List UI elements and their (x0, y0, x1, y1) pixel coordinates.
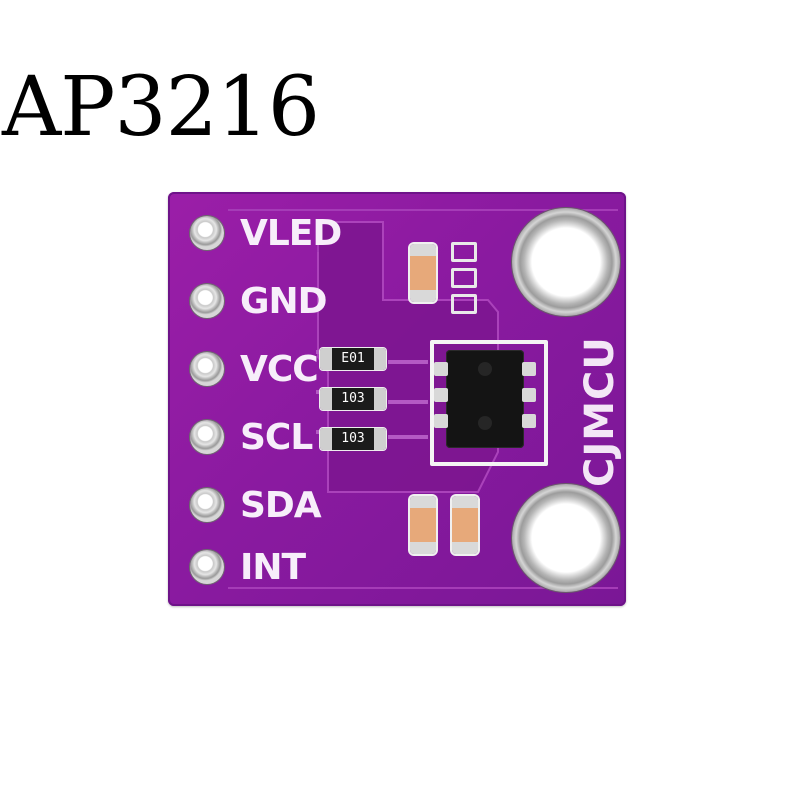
solder-pad-top-2 (451, 268, 477, 288)
chip-pad (434, 388, 448, 402)
chip-window-bottom (478, 416, 492, 430)
chip-pad (434, 362, 448, 376)
pin-hole-int (190, 550, 224, 584)
pin-label-vled: VLED (240, 213, 342, 254)
capacitor-bottom-right (452, 496, 478, 554)
pin-label-scl: SCL (240, 417, 313, 458)
product-title: AP3216 (2, 60, 320, 155)
sensor-outline (430, 340, 548, 466)
resistor-103-a: 103 (320, 388, 386, 410)
pin-hole-scl (190, 420, 224, 454)
pin-label-sda: SDA (240, 485, 322, 526)
solder-pad-top-1 (451, 242, 477, 262)
chip-pad (522, 362, 536, 376)
resistor-label: 103 (341, 391, 365, 406)
pin-hole-sda (190, 488, 224, 522)
resistor-label: E01 (341, 351, 365, 366)
pin-hole-vcc (190, 352, 224, 386)
chip-pad (522, 414, 536, 428)
chip-pad (434, 414, 448, 428)
pin-hole-gnd (190, 284, 224, 318)
resistor-103-b: 103 (320, 428, 386, 450)
chip-pad (522, 388, 536, 402)
capacitor-bottom-left (410, 496, 436, 554)
mounting-hole-top (512, 208, 620, 316)
solder-pad-top-3 (451, 294, 477, 314)
pin-label-gnd: GND (240, 281, 328, 322)
pin-label-int: INT (240, 547, 306, 588)
pin-label-vcc: VCC (240, 349, 319, 390)
resistor-e01: E01 (320, 348, 386, 370)
capacitor-top (410, 244, 436, 302)
pcb-board: VLED GND VCC SCL SDA INT E01 103 103 CJM… (168, 192, 626, 606)
chip-window-top (478, 362, 492, 376)
resistor-label: 103 (341, 431, 365, 446)
ap3216-sensor-chip (446, 350, 524, 448)
mounting-hole-bottom (512, 484, 620, 592)
pin-hole-vled (190, 216, 224, 250)
brand-silkscreen: CJMCU (577, 336, 623, 488)
